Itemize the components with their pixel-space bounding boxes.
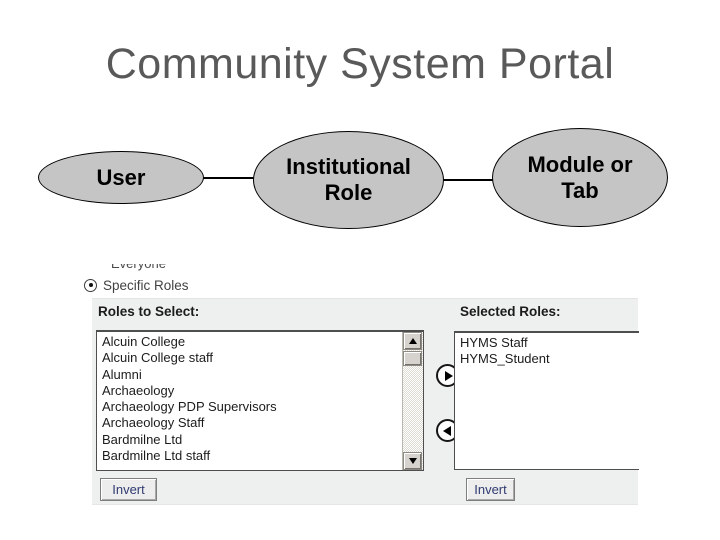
radio-everyone-label: Everyone: [97, 264, 207, 271]
list-item[interactable]: Alcuin College staff: [102, 350, 214, 366]
scroll-up-button[interactable]: [403, 332, 422, 350]
list-item[interactable]: Archaeology PDP Supervisors: [102, 399, 277, 415]
list-item[interactable]: HYMS Staff: [460, 335, 528, 350]
list-item[interactable]: Archaeology Staff: [102, 415, 205, 431]
list-item[interactable]: HYMS_Student: [460, 351, 550, 367]
radio-specific-roles-label: Specific Roles: [103, 277, 189, 293]
down-arrow-icon: [408, 458, 417, 464]
scrollbar-thumb[interactable]: [403, 351, 422, 366]
radio-everyone-clipped[interactable]: Everyone: [97, 264, 207, 272]
node-user-label: User: [96, 164, 146, 190]
scroll-down-button[interactable]: [403, 452, 422, 470]
node-module-or-tab-label: Module or Tab: [527, 151, 633, 203]
up-arrow-icon: [408, 338, 417, 344]
roles-to-select-header: Roles to Select:: [98, 304, 200, 319]
list-item[interactable]: Bardmilne Ltd staff: [102, 448, 211, 464]
invert-selected-roles-button[interactable]: Invert: [466, 478, 515, 501]
invert-roles-to-select-button[interactable]: Invert: [100, 478, 157, 501]
list-item[interactable]: Bardmilne Ltd: [102, 431, 183, 447]
scrollbar[interactable]: [402, 332, 423, 470]
node-institutional-role: Institutional Role: [253, 131, 444, 229]
node-module-or-tab: Module or Tab: [492, 128, 668, 227]
node-user: User: [38, 151, 204, 204]
node-institutional-role-label: Institutional Role: [286, 154, 411, 205]
page-title: Community System Portal: [105, 40, 615, 88]
list-item[interactable]: Archaeology: [102, 382, 175, 398]
radio-specific-roles[interactable]: Specific Roles: [84, 277, 189, 293]
radio-selected-icon[interactable]: [84, 278, 97, 292]
list-item[interactable]: Alcuin College: [102, 334, 186, 349]
list-item[interactable]: Alumni: [102, 366, 142, 382]
connector-role-module: [441, 179, 493, 181]
connector-user-role: [201, 177, 254, 179]
add-role-button[interactable]: [436, 364, 459, 387]
selected-roles-header: Selected Roles:: [460, 304, 561, 319]
right-arrow-circle-icon: [444, 370, 453, 381]
left-arrow-circle-icon: [442, 425, 451, 436]
